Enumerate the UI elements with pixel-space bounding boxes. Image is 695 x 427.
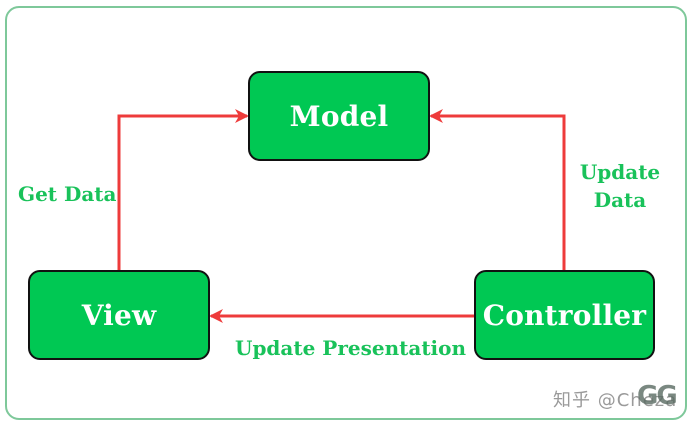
get-data-label: Get Data <box>18 182 117 206</box>
view-node-label: View <box>81 298 157 332</box>
controller-node: Controller <box>474 270 655 360</box>
update-data-line1: Update <box>579 160 661 184</box>
gfg-logo-icon: GG <box>637 381 678 411</box>
update-data-line2: Data <box>593 188 647 212</box>
arrow-view-to-model <box>117 109 249 270</box>
update-presentation-label: Update Presentation <box>235 336 467 360</box>
arrow-controller-to-model <box>429 109 566 270</box>
update-data-label: Update Data <box>565 158 675 214</box>
view-node: View <box>28 270 210 360</box>
controller-node-label: Controller <box>482 298 647 332</box>
watermark-text: 知乎 @Cheza <box>553 390 678 411</box>
model-node: Model <box>248 71 430 161</box>
model-node-label: Model <box>289 99 389 133</box>
